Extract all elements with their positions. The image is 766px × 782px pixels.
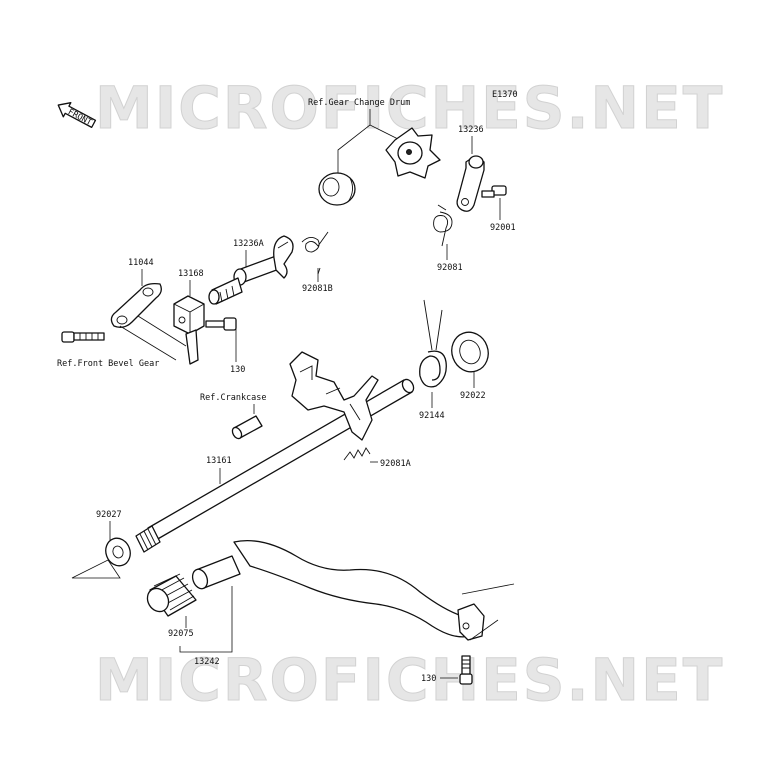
ref-gear-change-drum: Ref.Gear Change Drum — [308, 98, 410, 108]
part-label-13236A: 13236A — [233, 239, 264, 249]
part-label-11044: 11044 — [128, 258, 154, 268]
front-label: FRONT — [66, 107, 93, 128]
shift-shaft-13161-part — [135, 351, 415, 553]
rubber-92075-part — [146, 573, 197, 617]
spring-92081-part — [433, 204, 453, 247]
spring-92081A-part — [343, 447, 371, 461]
leader-13242 — [179, 586, 233, 653]
leader-gear-change-drum — [337, 109, 401, 178]
part-label-92027: 92027 — [96, 510, 122, 520]
part-label-13236: 13236 — [458, 125, 484, 135]
part-label-130a: 130 — [230, 365, 245, 375]
shift-arm-13236A-part — [208, 235, 294, 305]
part-label-92081B: 92081B — [302, 284, 333, 294]
bolt-130-part — [205, 317, 237, 331]
pin-crankcase-part — [231, 415, 263, 440]
ref-crankcase: Ref.Crankcase — [200, 393, 267, 403]
shift-pedal-13242-part — [191, 539, 485, 641]
part-label-92022: 92022 — [460, 391, 486, 401]
part-label-92144: 92144 — [419, 411, 445, 421]
part-label-92001: 92001 — [490, 223, 516, 233]
bolt-130b-part — [459, 655, 473, 685]
part-label-13161: 13161 — [206, 456, 232, 466]
axis-line-right — [461, 583, 515, 641]
drum-star-plate-part — [385, 127, 441, 179]
part-label-92075: 92075 — [168, 629, 194, 639]
watermark-bottom: MICROFICHES.NET — [95, 646, 724, 714]
part-label-92081: 92081 — [437, 263, 463, 273]
front-arrow-icon: FRONT — [57, 102, 97, 129]
bolt-92001-part — [481, 185, 507, 198]
leader-front-bevel-gear — [119, 315, 187, 361]
part-label-13242: 13242 — [194, 657, 220, 667]
part-label-130b: 130 — [421, 674, 436, 684]
bolt-left-part — [61, 331, 105, 343]
washer-92027-part — [105, 537, 131, 567]
part-label-13168: 13168 — [178, 269, 204, 279]
spring-92081B-part — [301, 231, 329, 275]
part-label-92081A: 92081A — [380, 459, 411, 469]
drum-cam-part — [318, 172, 356, 206]
bracket-11044-part — [110, 282, 162, 328]
watermark-top: MICROFICHES.NET — [95, 74, 724, 142]
axis-line-left — [71, 559, 121, 579]
block-13168-part — [173, 295, 205, 365]
ref-front-bevel-gear: Ref.Front Bevel Gear — [57, 359, 159, 369]
washer-92022-part — [451, 331, 489, 373]
shift-lever-13236-part — [456, 155, 485, 212]
spring-92144-part — [419, 299, 447, 388]
diagram-code: E1370 — [492, 90, 518, 100]
